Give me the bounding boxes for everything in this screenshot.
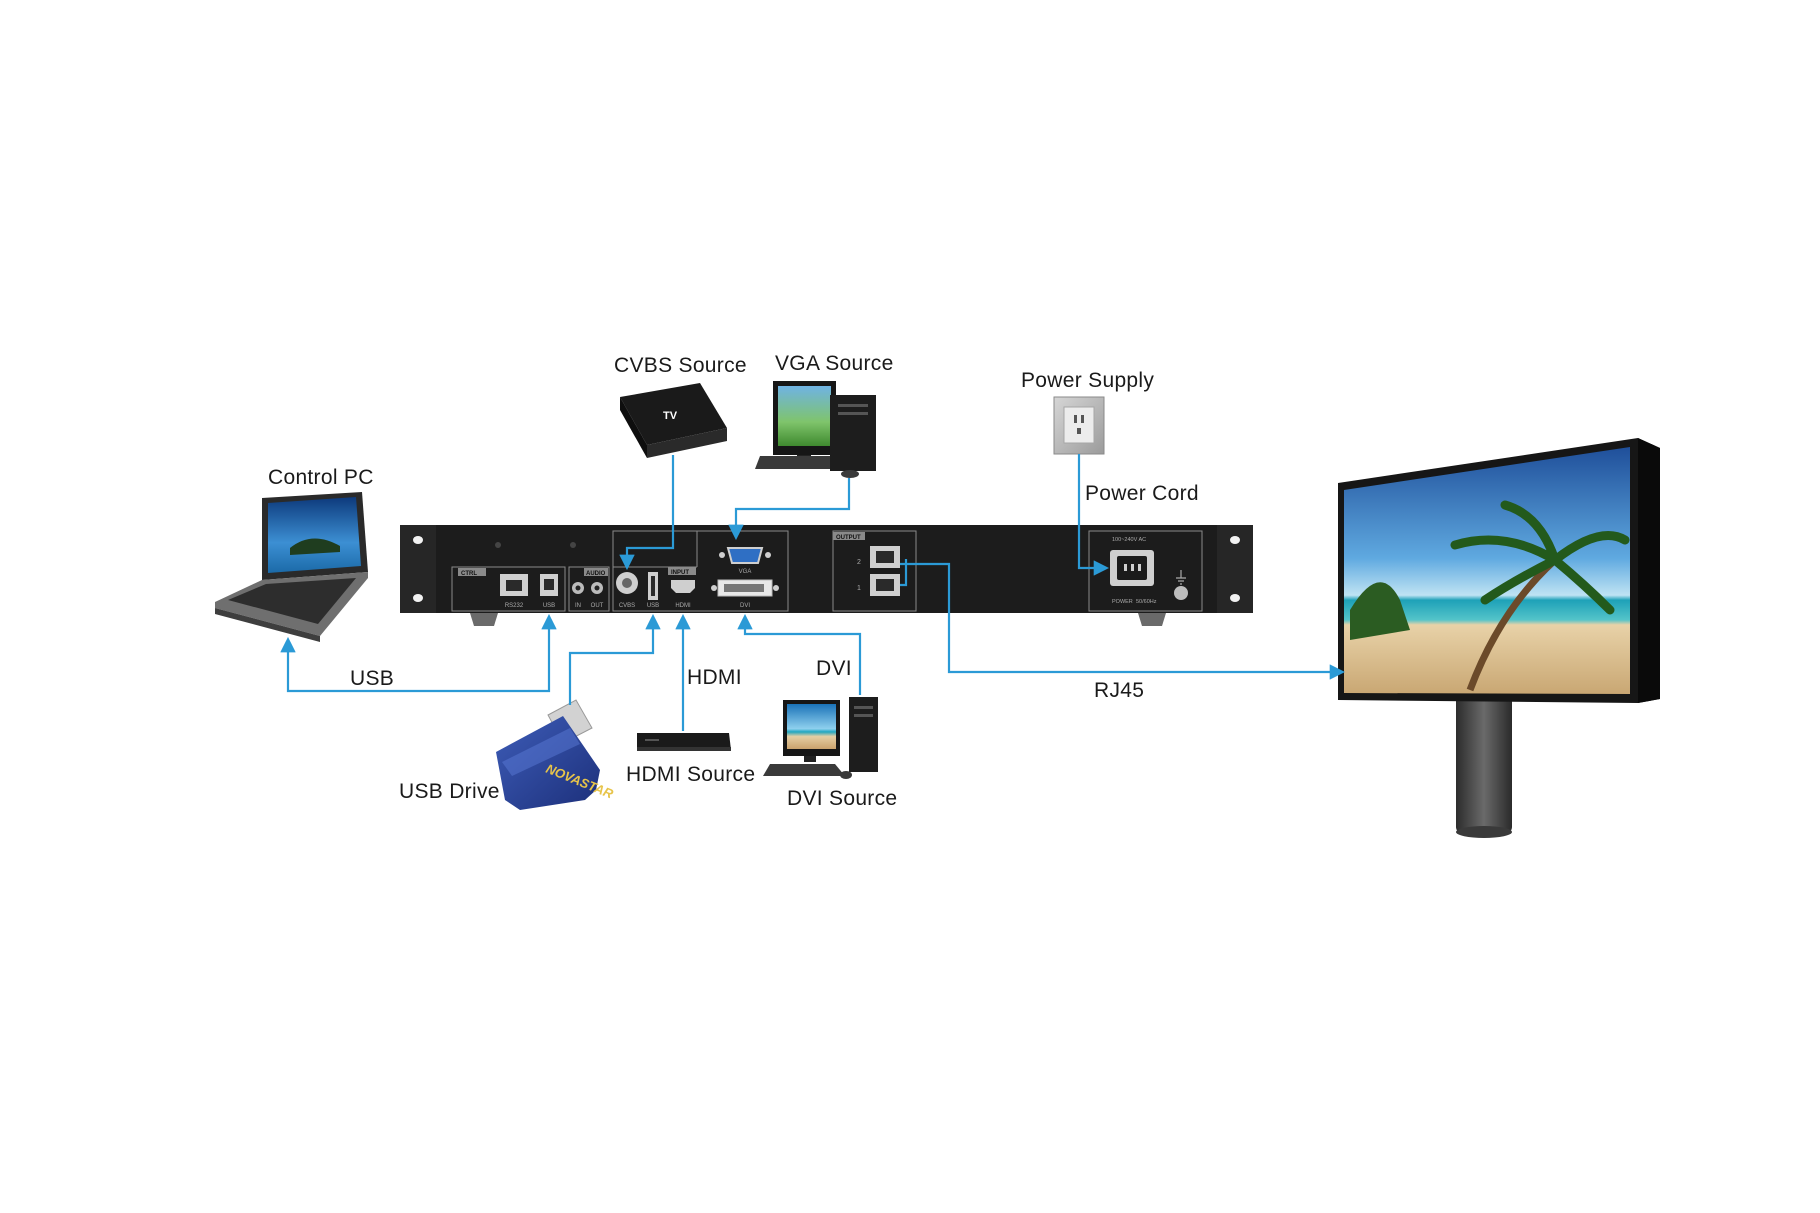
usb-cable-label: USB bbox=[350, 667, 395, 690]
audio-in-label: IN bbox=[575, 603, 581, 609]
dvi-cable bbox=[737, 613, 862, 695]
hdmi-port bbox=[671, 580, 695, 593]
usb-in-label: USB bbox=[647, 603, 659, 609]
led-billboard-display bbox=[1338, 438, 1660, 838]
video-processor-device: CTRL RS232 USB AUDIO IN OUT INPUT bbox=[400, 525, 1253, 626]
input-label: INPUT bbox=[671, 570, 689, 576]
hdmi-port-label: HDMI bbox=[675, 603, 691, 609]
dvi-cable-label: DVI bbox=[816, 657, 852, 680]
power-label: POWER bbox=[1112, 599, 1133, 605]
usb-drive-cable bbox=[568, 613, 661, 705]
dvi-source-label: DVI Source bbox=[787, 787, 898, 810]
ground-screw bbox=[1174, 586, 1188, 600]
power-supply-label: Power Supply bbox=[1021, 369, 1155, 392]
control-pc-label: Control PC bbox=[268, 466, 374, 489]
freq-label: 50/60Hz bbox=[1136, 599, 1157, 605]
rj45-cable bbox=[900, 562, 1346, 680]
hdmi-cable-label: HDMI bbox=[687, 666, 742, 689]
control-pc-laptop bbox=[215, 492, 368, 642]
usb-drive: NOVASTAR bbox=[496, 699, 616, 810]
power-cord-label: Power Cord bbox=[1085, 482, 1199, 505]
output-port-1-label: 1 bbox=[857, 585, 861, 592]
output-port-2-label: 2 bbox=[857, 559, 861, 566]
dvi-port-label: DVI bbox=[740, 603, 750, 609]
cvbs-source-tv-box: TV bbox=[620, 383, 727, 458]
tv-box-text: TV bbox=[663, 410, 678, 422]
input-panel: INPUT CVBS USB HDMI VGA DVI bbox=[612, 530, 789, 612]
power-supply-socket bbox=[1053, 396, 1105, 455]
usb-port-label: USB bbox=[543, 603, 555, 609]
vga-cable bbox=[728, 478, 851, 541]
ac-range-label: 100~240V AC bbox=[1112, 537, 1146, 543]
usb-cable bbox=[280, 613, 557, 693]
hdmi-source-box bbox=[637, 733, 731, 751]
hdmi-source-label: HDMI Source bbox=[626, 763, 756, 786]
rj45-cable-loop bbox=[900, 559, 908, 587]
vga-source-desktop bbox=[755, 381, 876, 478]
ground-icon bbox=[1176, 570, 1186, 585]
dvi-source-desktop bbox=[763, 697, 878, 779]
audio-out-label: OUT bbox=[591, 603, 604, 609]
power-panel: 100~240V AC POWER 50/60Hz bbox=[1088, 530, 1203, 612]
usb-drive-label: USB Drive bbox=[399, 780, 500, 803]
cables bbox=[280, 454, 1346, 731]
vga-port bbox=[726, 547, 764, 564]
power-cord-cable bbox=[1077, 454, 1110, 576]
ctrl-panel: CTRL RS232 USB bbox=[451, 566, 566, 612]
audio-label: AUDIO bbox=[586, 571, 606, 577]
vga-source-label: VGA Source bbox=[775, 352, 894, 375]
ctrl-label: CTRL bbox=[461, 571, 477, 577]
rj45-cable-label: RJ45 bbox=[1094, 679, 1145, 702]
audio-panel: AUDIO IN OUT bbox=[568, 566, 610, 612]
cvbs-port-label: CVBS bbox=[619, 603, 635, 609]
output-panel: OUTPUT 2 1 bbox=[832, 530, 917, 612]
cvbs-source-label: CVBS Source bbox=[614, 354, 747, 377]
output-label: OUTPUT bbox=[836, 535, 861, 541]
cvbs-cable bbox=[619, 455, 675, 571]
vga-port-label: VGA bbox=[739, 569, 752, 575]
rs232-label: RS232 bbox=[505, 603, 524, 609]
